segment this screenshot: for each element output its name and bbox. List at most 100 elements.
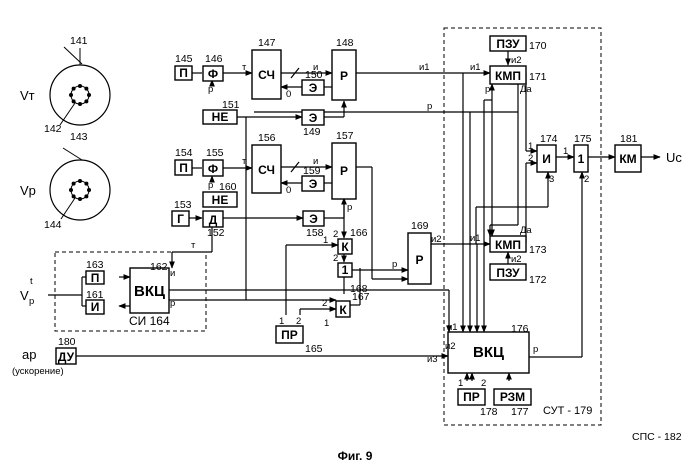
svg-text:1: 1 (563, 146, 568, 157)
block-170: ПЗУ (490, 36, 526, 51)
svg-text:160: 160 (219, 181, 237, 193)
svg-text:и2: и2 (431, 234, 442, 245)
sensor-disk-vr (50, 148, 110, 220)
svg-text:151: 151 (222, 99, 240, 111)
block-146: Ф (203, 66, 223, 81)
svg-text:НЕ: НЕ (212, 193, 229, 207)
svg-text:р: р (170, 298, 175, 309)
svg-text:ВКЦ: ВКЦ (134, 283, 165, 300)
svg-text:0: 0 (286, 89, 291, 100)
svg-text:1: 1 (279, 316, 284, 327)
svg-text:V: V (20, 288, 29, 303)
block-151: НЕ (203, 110, 237, 124)
block-153: Г (172, 211, 189, 226)
svg-text:т: т (242, 62, 247, 73)
block-162: ВКЦ (130, 268, 169, 313)
svg-text:р: р (427, 101, 432, 112)
svg-text:3: 3 (549, 174, 554, 185)
svg-text:ПЗУ: ПЗУ (496, 266, 520, 280)
svg-text:2: 2 (333, 253, 338, 264)
svg-text:153: 153 (174, 199, 192, 211)
svg-text:и1: и1 (470, 233, 481, 244)
svg-text:и1: и1 (447, 322, 458, 333)
svg-text:Да: Да (520, 225, 532, 236)
svg-text:2: 2 (333, 229, 338, 240)
input-vr-label: Vр (20, 183, 36, 198)
svg-text:НЕ: НЕ (212, 110, 229, 124)
svg-text:1: 1 (578, 152, 585, 166)
block-150: Э (302, 80, 324, 95)
svg-text:т: т (191, 240, 196, 251)
svg-text:2: 2 (528, 153, 533, 164)
svg-text:158: 158 (306, 227, 324, 239)
svg-text:172: 172 (529, 274, 547, 286)
system-label: СПС - 182 (632, 431, 682, 443)
svg-text:155: 155 (206, 147, 224, 159)
svg-text:РЗМ: РЗМ (500, 390, 525, 404)
svg-text:СЧ: СЧ (258, 163, 275, 177)
svg-text:152: 152 (207, 227, 225, 239)
block-168: 1 (338, 263, 352, 277)
svg-text:ВКЦ: ВКЦ (473, 344, 504, 361)
svg-text:Э: Э (309, 212, 318, 226)
svg-text:К: К (341, 240, 349, 254)
svg-text:КМП: КМП (495, 69, 521, 83)
block-178: ПР (458, 389, 485, 405)
svg-text:147: 147 (258, 37, 276, 49)
svg-text:и1: и1 (419, 62, 430, 73)
svg-text:Р: Р (415, 253, 423, 267)
svg-text:2: 2 (296, 316, 301, 327)
block-166: К (338, 239, 352, 254)
output-label: Uс (666, 150, 682, 165)
svg-text:170: 170 (529, 40, 547, 52)
svg-text:р: р (208, 180, 213, 191)
svg-text:142: 142 (44, 123, 62, 135)
svg-text:Э: Э (309, 177, 318, 191)
svg-text:р: р (485, 84, 490, 95)
block-174: И (537, 145, 556, 172)
svg-text:ПР: ПР (281, 328, 298, 342)
svg-text:154: 154 (175, 147, 193, 159)
svg-text:ДУ: ДУ (58, 350, 75, 364)
svg-text:р: р (29, 296, 34, 307)
svg-text:143: 143 (70, 131, 88, 143)
svg-text:180: 180 (58, 336, 76, 348)
svg-text:Ф: Ф (208, 162, 218, 176)
block-152: Д (203, 211, 223, 227)
svg-text:р: р (208, 84, 213, 95)
svg-text:148: 148 (336, 37, 354, 49)
svg-text:1: 1 (324, 318, 329, 329)
svg-text:174: 174 (540, 133, 558, 145)
svg-text:р: р (392, 259, 397, 270)
svg-text:178: 178 (480, 406, 498, 418)
svg-text:161: 161 (86, 289, 104, 301)
svg-text:и2: и2 (511, 55, 522, 66)
block-169: Р (408, 233, 431, 284)
svg-text:177: 177 (511, 406, 529, 418)
svg-text:165: 165 (305, 343, 323, 355)
svg-text:Э: Э (309, 111, 318, 125)
block-160: НЕ (203, 192, 237, 207)
svg-text:ПЗУ: ПЗУ (496, 37, 520, 51)
blocks: П Ф СЧ Р Э НЕ Э П Ф СЧ Р Э НЕ Г Д Э К 1 … (56, 36, 641, 405)
block-147: СЧ (252, 50, 281, 99)
block-172: ПЗУ (490, 264, 526, 280)
block-171: КМП (490, 66, 526, 84)
svg-text:и: и (313, 62, 318, 73)
svg-text:Э: Э (309, 81, 318, 95)
svg-text:р: р (533, 344, 538, 355)
svg-text:КМП: КМП (495, 238, 521, 252)
block-181: КМ (615, 145, 641, 172)
svg-text:163: 163 (86, 259, 104, 271)
svg-text:2: 2 (584, 174, 589, 185)
svg-text:141: 141 (70, 35, 88, 47)
block-149: Э (302, 110, 324, 125)
block-148: Р (332, 50, 356, 100)
svg-text:КМ: КМ (619, 152, 636, 166)
svg-text:И: И (542, 152, 551, 166)
svg-text:181: 181 (620, 133, 638, 145)
block-165: ПР (276, 326, 303, 343)
svg-text:и3: и3 (427, 354, 438, 365)
svg-text:146: 146 (205, 53, 223, 65)
svg-text:И: И (91, 300, 100, 314)
